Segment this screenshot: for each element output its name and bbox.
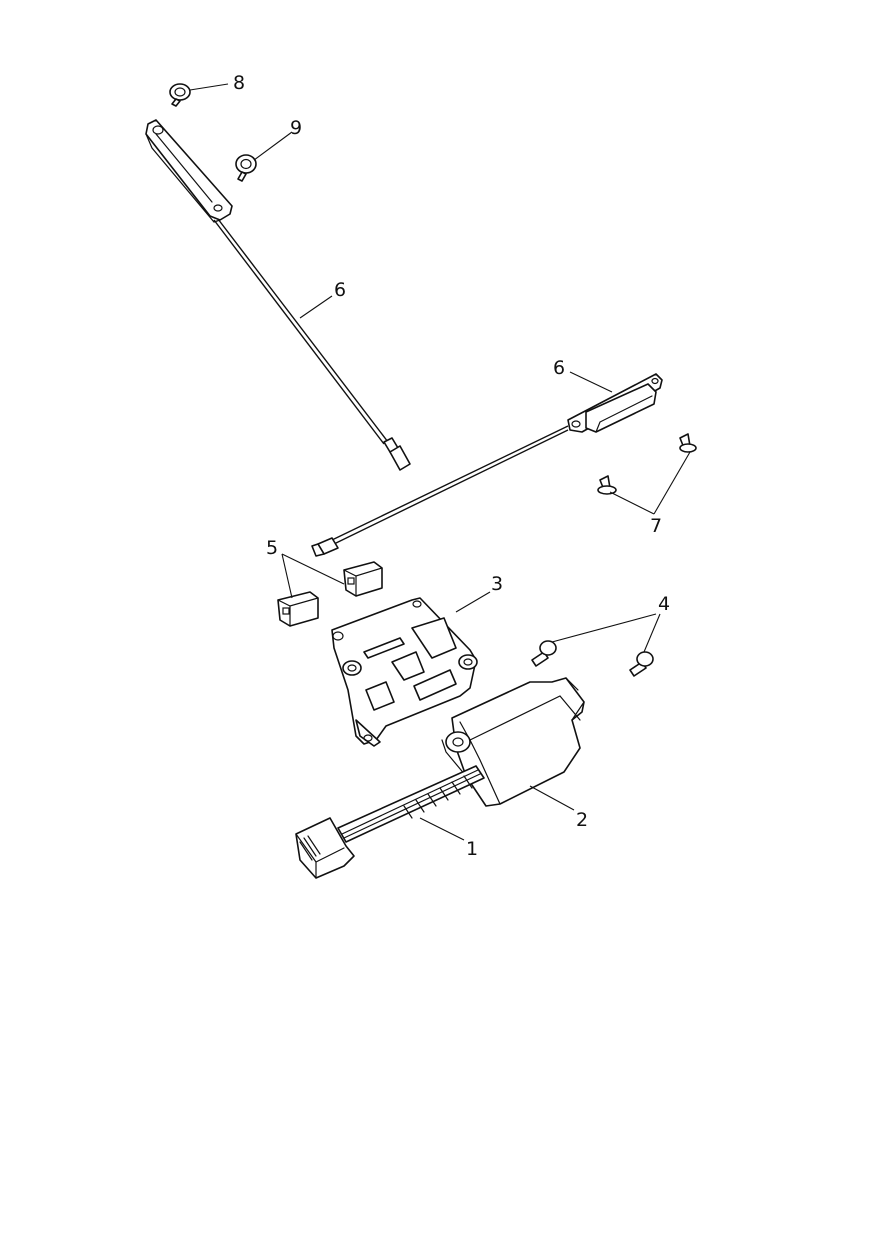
part-6-upper-sensor	[145, 119, 411, 471]
callout-leaders	[189, 83, 691, 841]
callout-1: 1	[466, 838, 478, 860]
callout-9: 9	[290, 117, 302, 139]
callout-8: 8	[233, 72, 245, 94]
callout-2: 2	[576, 809, 588, 831]
part-7-screws	[597, 433, 697, 495]
part-3-bracket	[331, 597, 478, 747]
part-6-right-sensor	[311, 373, 663, 557]
callout-4: 4	[658, 593, 670, 615]
callout-6-upper: 6	[334, 279, 346, 301]
part-5-clips	[277, 561, 383, 627]
part-9-grommet	[235, 154, 257, 182]
callout-3: 3	[491, 573, 503, 595]
part-8-grommet	[169, 83, 191, 107]
callout-7: 7	[650, 515, 662, 537]
part-1-spindle	[295, 765, 485, 879]
callout-6-right: 6	[553, 357, 565, 379]
part-4-bolts	[531, 640, 654, 677]
part-2-actuator	[441, 677, 585, 807]
callout-5: 5	[266, 537, 278, 559]
